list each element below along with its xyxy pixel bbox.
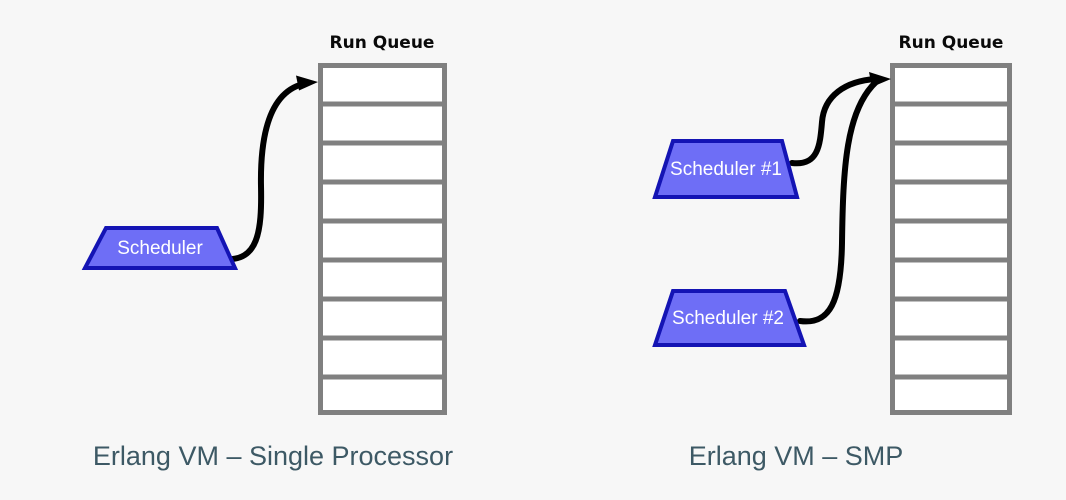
scheduler-shape-smp-1[interactable]: Scheduler #1 [652, 139, 800, 199]
arrowhead-left [296, 75, 318, 91]
scheduler-shape-left[interactable]: Scheduler [81, 226, 239, 270]
arrow-scheduler1-to-queue [789, 76, 879, 167]
run-queue-left [318, 63, 447, 415]
arrow-scheduler-to-queue-left [221, 81, 306, 263]
queue-outline-left [318, 63, 447, 415]
scheduler-trapezoid-2 [652, 289, 807, 347]
arrowhead-right [869, 72, 891, 87]
scheduler-shape-smp-2[interactable]: Scheduler #2 [652, 289, 807, 347]
scheduler-trapezoid-1 [652, 139, 800, 199]
run-queue-right [890, 63, 1012, 415]
caption-single-processor: Erlang VM – Single Processor [93, 441, 453, 471]
run-queue-title-right: Run Queue [899, 33, 1004, 53]
queue-background-right [890, 63, 1012, 415]
caption-smp: Erlang VM – SMP [689, 441, 904, 471]
arrow-scheduler2-to-queue [797, 79, 879, 325]
scheduler-trapezoid-left [81, 226, 239, 270]
run-queue-title-left: Run Queue [330, 33, 435, 53]
scheduler-label-1: Scheduler #1 [670, 159, 782, 180]
queue-outline-right [890, 63, 1012, 415]
panel-smp: Run Queue Scheduler #1 [652, 33, 1012, 471]
panel-single-processor: Run Queue Scheduler Erlang VM – Single P… [81, 33, 453, 471]
scheduler-label-2: Scheduler #2 [672, 308, 784, 329]
scheduler-label-left: Scheduler [117, 238, 203, 259]
queue-background-left [318, 63, 447, 415]
